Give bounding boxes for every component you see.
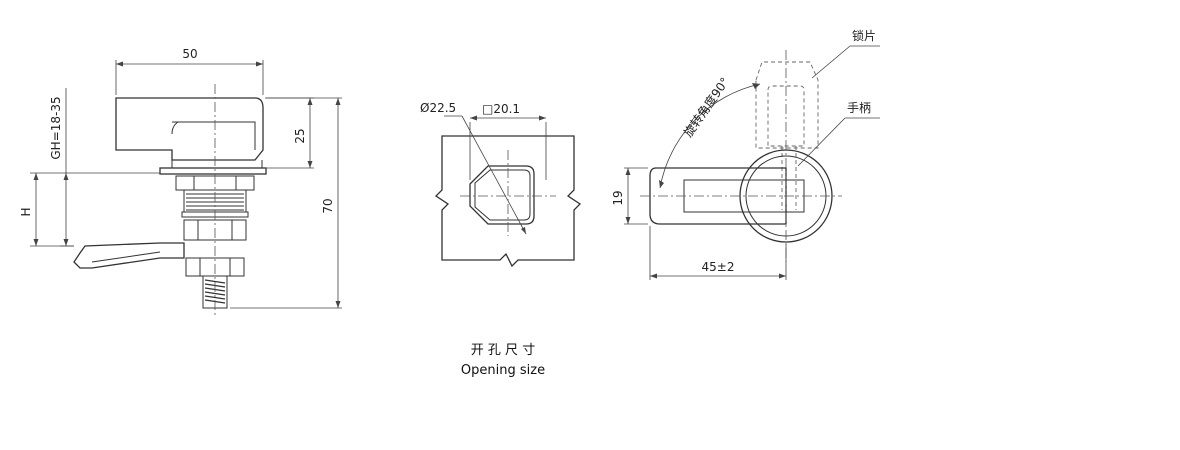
latch-rotated-outline <box>755 61 819 149</box>
latch-label: 锁片 <box>852 28 876 43</box>
handle-label: 手柄 <box>847 101 871 115</box>
handle-body <box>115 97 264 161</box>
caption-english: Opening size <box>461 363 545 378</box>
panel-outline <box>434 135 582 268</box>
latch-plate <box>649 167 787 225</box>
dim-total-height-label: 70 <box>321 198 335 213</box>
dim-square-label: □20.1 <box>482 102 520 116</box>
dim-diameter-label: Ø22.5 <box>420 101 456 115</box>
rotation-arc <box>659 83 761 189</box>
side-view: 50 25 70 GH=18-35 H <box>19 47 342 316</box>
rotation-view: 旋转角度90° 锁片 手柄 19 45±2 <box>611 28 880 280</box>
panel-flange <box>159 167 267 175</box>
latch-arm <box>73 242 185 269</box>
cutout-view: Ø22.5 □20.1 开 孔 尺 寸 Opening size <box>420 101 582 378</box>
dim-length-label: 45±2 <box>702 260 735 274</box>
dim-height-label: 19 <box>611 190 625 205</box>
dim-h-label: H <box>19 207 33 216</box>
opening-shape <box>469 165 535 225</box>
dim-grip-label: GH=18-35 <box>49 96 63 159</box>
dim-width-label: 50 <box>182 47 197 61</box>
rotation-angle-label: 旋转角度90° <box>680 74 732 139</box>
caption-chinese: 开 孔 尺 寸 <box>471 343 535 358</box>
dim-handle-height-label: 25 <box>293 128 307 143</box>
